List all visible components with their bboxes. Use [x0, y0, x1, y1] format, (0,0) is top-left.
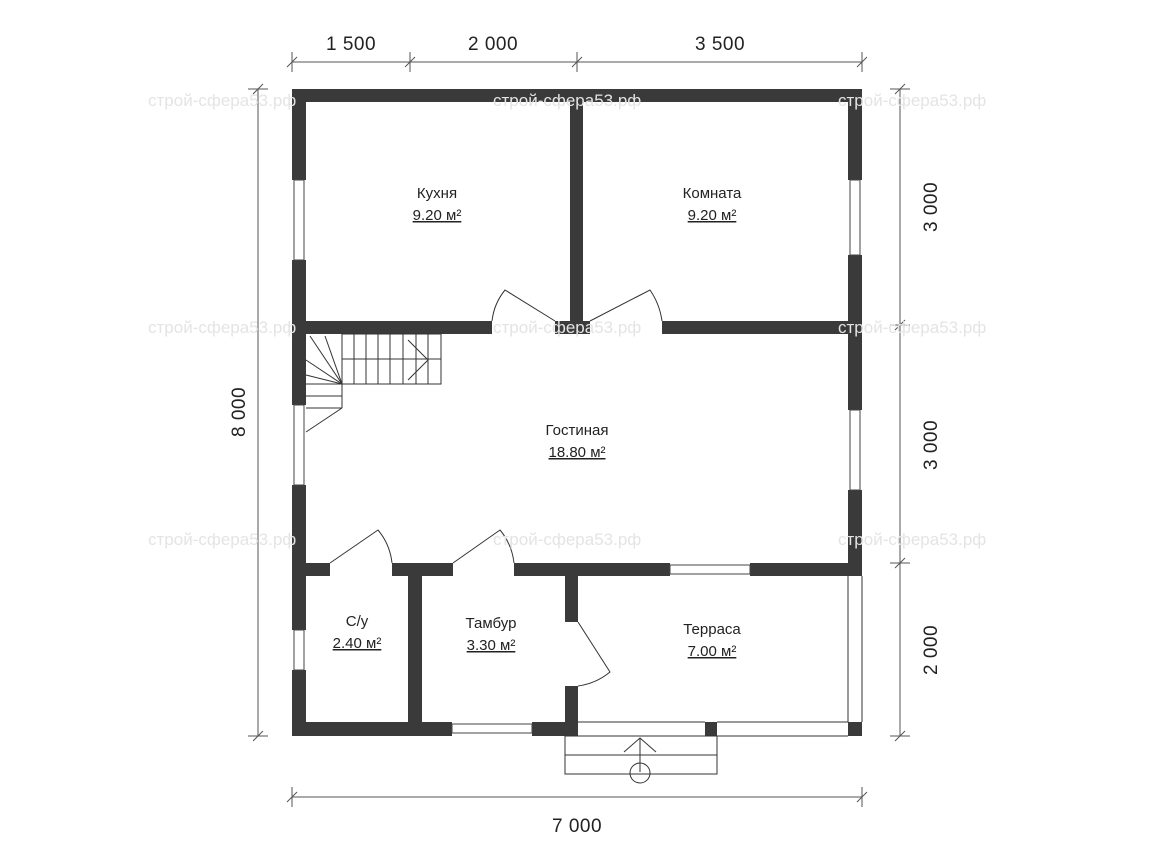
windows — [293, 179, 863, 737]
watermark: строй-сфера53.рф — [838, 318, 986, 337]
room-area-bedroom: 9.20 м² — [688, 207, 737, 224]
watermark: строй-сфера53.рф — [838, 91, 986, 110]
watermark: строй-сфера53.рф — [493, 91, 641, 110]
watermark: строй-сфера53.рф — [493, 530, 641, 549]
staircase — [305, 333, 442, 433]
watermark: строй-сфера53.рф — [148, 318, 296, 337]
dimension-right-1: 3 000 — [921, 182, 942, 232]
room-area-terrace: 7.00 м² — [688, 643, 737, 660]
watermark: строй-сфера53.рф — [148, 91, 296, 110]
dimension-top-1: 1 500 — [326, 34, 376, 55]
dimension-left: 8 000 — [229, 387, 250, 437]
dimension-lines — [248, 52, 910, 807]
room-name-kitchen: Кухня — [417, 185, 457, 202]
room-area-living: 18.80 м² — [548, 444, 605, 461]
dimension-top-3: 3 500 — [695, 34, 745, 55]
room-name-bathroom: С/у — [346, 613, 369, 630]
room-area-vestibule: 3.30 м² — [467, 637, 516, 654]
watermarks: строй-сфера53.рф строй-сфера53.рф строй-… — [148, 91, 986, 549]
room-area-kitchen: 9.20 м² — [413, 207, 462, 224]
dimension-right-2: 3 000 — [921, 420, 942, 470]
room-area-bathroom: 2.40 м² — [333, 635, 382, 652]
room-name-bedroom: Комната — [683, 185, 742, 202]
doors — [329, 289, 663, 687]
dimension-top-2: 2 000 — [468, 34, 518, 55]
watermark: строй-сфера53.рф — [838, 530, 986, 549]
walls — [292, 89, 862, 736]
watermark: строй-сфера53.рф — [493, 318, 641, 337]
room-name-living: Гостиная — [546, 422, 609, 439]
watermark: строй-сфера53.рф — [148, 530, 296, 549]
porch-steps — [564, 735, 718, 784]
dimension-bottom: 7 000 — [552, 816, 602, 837]
room-name-vestibule: Тамбур — [466, 615, 517, 632]
room-name-terrace: Терраса — [683, 621, 741, 638]
dimension-right-3: 2 000 — [921, 625, 942, 675]
